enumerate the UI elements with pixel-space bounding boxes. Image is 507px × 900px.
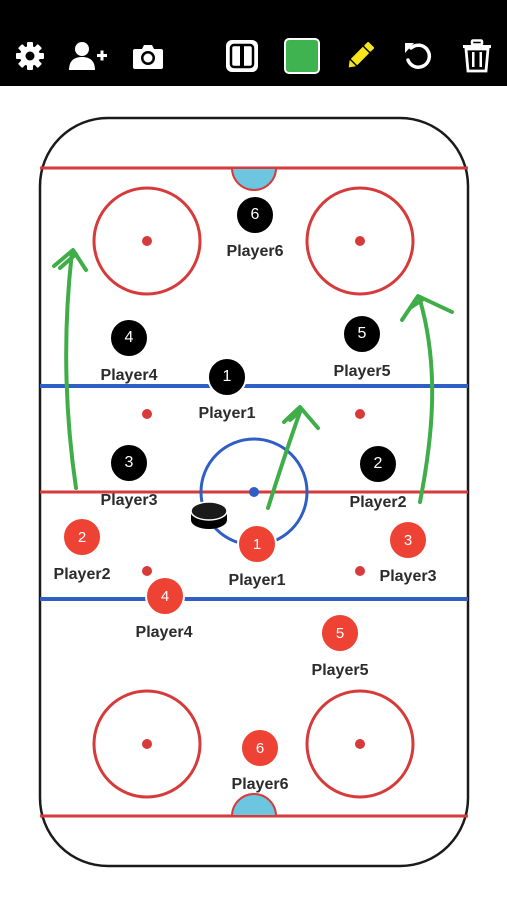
player-number: 4 xyxy=(160,587,170,605)
faceoff-dot xyxy=(355,739,365,749)
faceoff-dot xyxy=(142,566,152,576)
center-faceoff-dot xyxy=(249,487,259,497)
player-number: 2 xyxy=(77,528,87,546)
rink-canvas[interactable] xyxy=(0,86,507,900)
player-label: Player6 xyxy=(226,243,284,260)
player-label: Player2 xyxy=(53,566,111,583)
gear-icon xyxy=(16,42,44,70)
player-number: 6 xyxy=(250,206,260,223)
player-label: Player3 xyxy=(379,568,437,585)
black-player-token[interactable]: 6 xyxy=(235,195,275,235)
faceoff-circle-top-right xyxy=(305,186,415,296)
player-label: Player1 xyxy=(198,405,256,422)
player-label: Player3 xyxy=(100,492,158,509)
camera-button[interactable] xyxy=(128,36,168,76)
drawn-arrow-left[interactable] xyxy=(64,250,78,490)
pencil-button[interactable] xyxy=(340,36,380,76)
player-number: 1 xyxy=(252,535,262,553)
red-player-token[interactable]: 3 xyxy=(388,520,428,560)
red-player-token[interactable]: 4 xyxy=(145,576,185,616)
black-player-token[interactable]: 3 xyxy=(109,443,149,483)
toolbar xyxy=(0,0,507,86)
player-label: Player5 xyxy=(311,662,369,679)
player-label: Player4 xyxy=(100,367,158,384)
faceoff-dot xyxy=(355,566,365,576)
player-number: 2 xyxy=(373,455,383,472)
add-user-icon xyxy=(69,42,107,70)
player-label: Player1 xyxy=(228,572,286,589)
faceoff-dot xyxy=(355,236,365,246)
black-player-token[interactable]: 1 xyxy=(207,357,247,397)
add-player-button[interactable] xyxy=(68,36,108,76)
red-player-token[interactable]: 6 xyxy=(240,728,280,768)
half-rink-icon xyxy=(226,40,258,72)
player-number: 3 xyxy=(403,531,413,549)
undo-icon xyxy=(405,43,431,69)
bottom-goal-crease xyxy=(230,793,278,817)
top-goal-crease xyxy=(230,167,278,191)
pencil-icon xyxy=(348,41,375,68)
settings-button[interactable] xyxy=(10,36,50,76)
player-number: 4 xyxy=(124,329,134,346)
black-player-token[interactable]: 4 xyxy=(109,318,149,358)
drawn-arrow-left-head xyxy=(52,248,88,272)
faceoff-dot xyxy=(355,409,365,419)
player-number: 1 xyxy=(222,368,232,385)
player-label: Player5 xyxy=(333,363,391,380)
faceoff-circle-bottom-left xyxy=(92,689,202,799)
faceoff-dot xyxy=(142,739,152,749)
red-player-token[interactable]: 5 xyxy=(320,613,360,653)
color-swatch-icon xyxy=(284,38,320,74)
faceoff-dot xyxy=(142,409,152,419)
drawn-arrow-center[interactable] xyxy=(266,410,302,510)
player-number: 6 xyxy=(255,739,265,757)
puck[interactable] xyxy=(190,501,228,529)
faceoff-dot xyxy=(142,236,152,246)
drawn-arrow-center-head xyxy=(282,405,320,430)
faceoff-circle-top-left xyxy=(92,186,202,296)
trash-icon xyxy=(463,39,491,73)
undo-button[interactable] xyxy=(398,36,438,76)
player-number: 5 xyxy=(335,624,345,642)
black-player-token[interactable]: 2 xyxy=(358,444,398,484)
trash-button[interactable] xyxy=(457,36,497,76)
drawn-arrow-right[interactable] xyxy=(418,298,435,504)
red-player-token[interactable]: 2 xyxy=(62,517,102,557)
black-player-token[interactable]: 5 xyxy=(342,314,382,354)
player-label: Player2 xyxy=(349,494,407,511)
rink-view-button[interactable] xyxy=(222,36,262,76)
drawn-arrow-right-head xyxy=(400,294,454,322)
player-number: 5 xyxy=(357,325,367,342)
camera-icon xyxy=(133,45,163,69)
faceoff-circle-bottom-right xyxy=(305,689,415,799)
color-swatch-button[interactable] xyxy=(282,36,322,76)
red-player-token[interactable]: 1 xyxy=(237,524,277,564)
player-number: 3 xyxy=(124,454,134,471)
player-label: Player4 xyxy=(135,624,193,641)
player-label: Player6 xyxy=(231,776,289,793)
